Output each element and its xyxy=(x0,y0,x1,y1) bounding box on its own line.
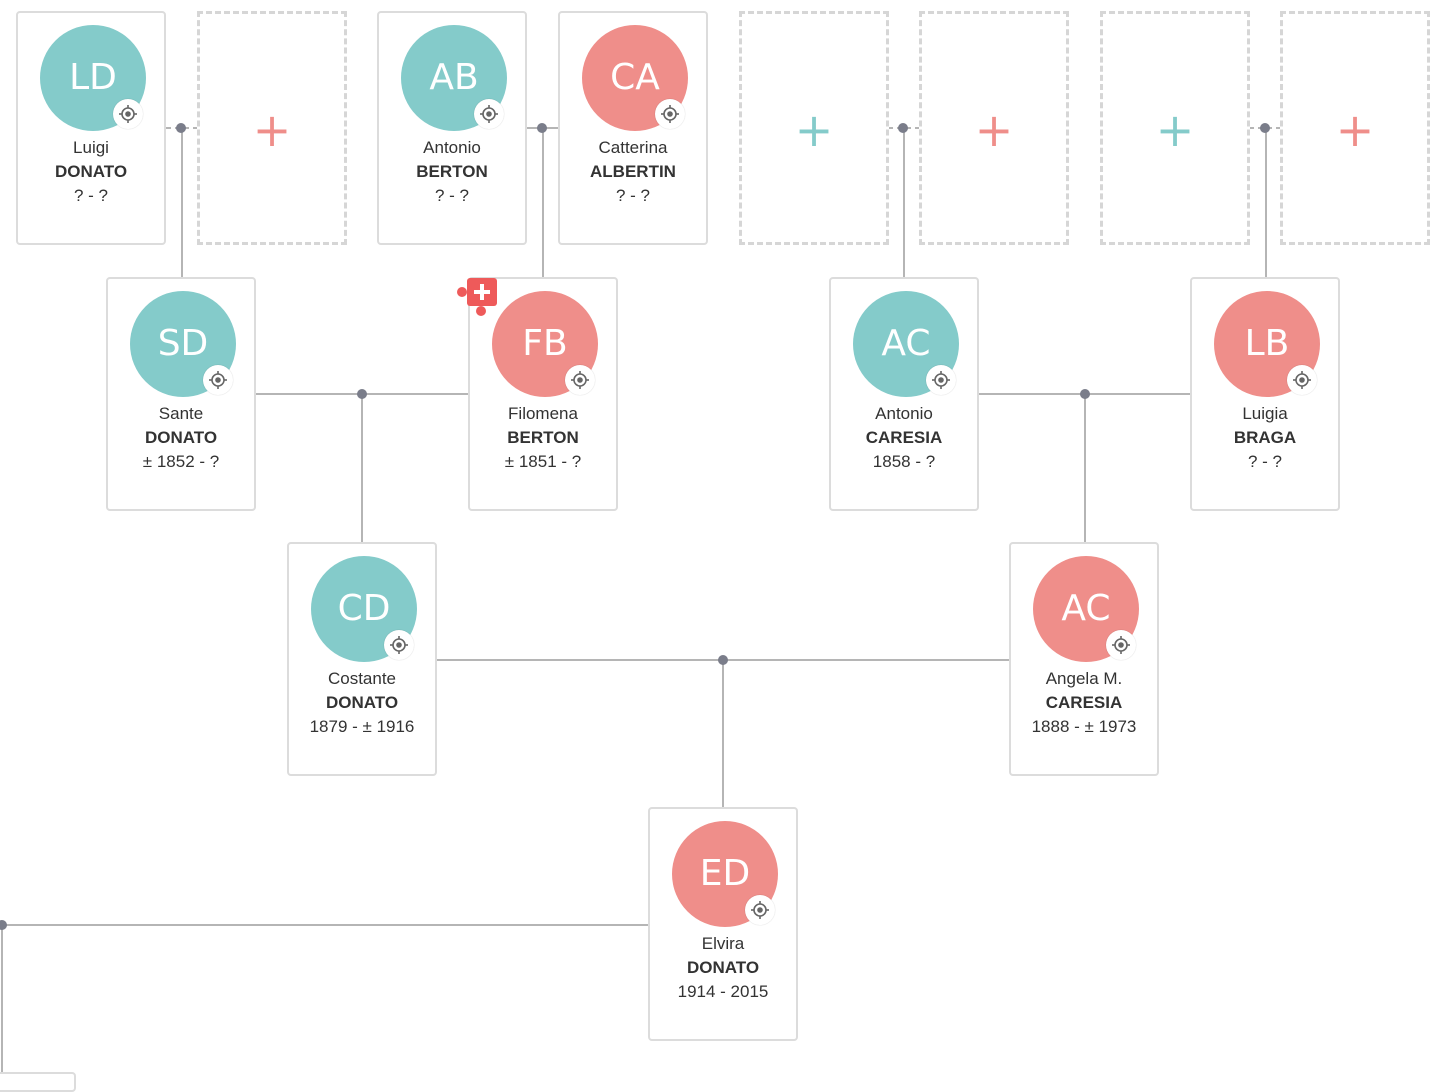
focus-target-icon[interactable] xyxy=(1106,630,1136,660)
first-name: Angela M. xyxy=(1045,669,1123,688)
life-dates: ± 1852 - ? xyxy=(142,452,220,471)
union-dot xyxy=(1080,389,1090,399)
union-dot xyxy=(0,920,7,930)
person-card-catterina-albertin[interactable]: CA Catterina ALBERTIN ? - ? xyxy=(558,11,708,245)
add-plus-icon: + xyxy=(1155,103,1195,157)
life-dates: ? - ? xyxy=(73,186,109,205)
last-name: DONATO xyxy=(54,162,128,181)
last-name: BRAGA xyxy=(1233,428,1297,447)
focus-target-icon[interactable] xyxy=(384,630,414,660)
union-dot xyxy=(898,123,908,133)
union-dot xyxy=(176,123,186,133)
add-father-placeholder[interactable]: + xyxy=(739,11,889,245)
person-card-filomena-berton[interactable]: FB Filomena BERTON ± 1851 - ? xyxy=(468,277,618,511)
first-name: Antonio xyxy=(875,404,933,423)
life-dates: ± 1851 - ? xyxy=(504,452,582,471)
last-name: DONATO xyxy=(325,693,399,712)
person-card-costante-donato[interactable]: CD Costante DONATO 1879 - ± 1916 xyxy=(287,542,437,776)
last-name: CARESIA xyxy=(1045,693,1123,712)
person-card-luigi-donato[interactable]: LD Luigi DONATO ? - ? xyxy=(16,11,166,245)
first-name: Catterina xyxy=(598,138,668,157)
focus-target-icon[interactable] xyxy=(926,365,956,395)
last-name: BERTON xyxy=(416,162,488,181)
person-card-angela-caresia[interactable]: AC Angela M. CARESIA 1888 - ± 1973 xyxy=(1009,542,1159,776)
person-card-luigia-braga[interactable]: LB Luigia BRAGA ? - ? xyxy=(1190,277,1340,511)
life-dates: ? - ? xyxy=(1247,452,1283,471)
life-dates: ? - ? xyxy=(434,186,470,205)
focus-target-icon[interactable] xyxy=(565,365,595,395)
avatar: FB xyxy=(492,291,598,397)
focus-target-icon[interactable] xyxy=(203,365,233,395)
focus-target-icon[interactable] xyxy=(474,99,504,129)
union-dot xyxy=(537,123,547,133)
person-card-antonio-caresia[interactable]: AC Antonio CARESIA 1858 - ? xyxy=(829,277,979,511)
life-dates: 1858 - ? xyxy=(872,452,936,471)
add-plus-icon: + xyxy=(1335,103,1375,157)
last-name: BERTON xyxy=(507,428,579,447)
last-name: ALBERTIN xyxy=(590,162,676,181)
last-name: CARESIA xyxy=(865,428,943,447)
life-dates: ? - ? xyxy=(615,186,651,205)
first-name: Luigia xyxy=(1242,404,1288,423)
union-dot xyxy=(1260,123,1270,133)
add-mother-placeholder[interactable]: + xyxy=(919,11,1069,245)
first-name: Sante xyxy=(158,404,204,423)
first-name: Antonio xyxy=(423,138,481,157)
union-dot xyxy=(718,655,728,665)
person-card-sante-donato[interactable]: SD Sante DONATO ± 1852 - ? xyxy=(106,277,256,511)
union-dot xyxy=(357,389,367,399)
focus-target-icon[interactable] xyxy=(1287,365,1317,395)
add-plus-icon: + xyxy=(252,103,292,157)
focus-target-icon[interactable] xyxy=(655,99,685,129)
life-dates: 1914 - 2015 xyxy=(677,982,769,1001)
add-mother-placeholder[interactable]: + xyxy=(197,11,347,245)
life-dates: 1879 - ± 1916 xyxy=(309,717,415,736)
first-name: Costante xyxy=(327,669,397,688)
focus-target-icon[interactable] xyxy=(745,895,775,925)
first-name: Filomena xyxy=(508,404,578,423)
focus-target-icon[interactable] xyxy=(113,99,143,129)
offscreen-person-card[interactable] xyxy=(0,1072,76,1092)
first-name: Luigi xyxy=(73,138,109,157)
last-name: DONATO xyxy=(144,428,218,447)
puzzle-plus-icon[interactable] xyxy=(457,278,497,316)
add-plus-icon: + xyxy=(974,103,1014,157)
add-mother-placeholder[interactable]: + xyxy=(1280,11,1430,245)
avatar: SD xyxy=(130,291,236,397)
add-plus-icon: + xyxy=(794,103,834,157)
last-name: DONATO xyxy=(686,958,760,977)
first-name: Elvira xyxy=(701,934,745,953)
person-card-antonio-berton[interactable]: AB Antonio BERTON ? - ? xyxy=(377,11,527,245)
person-card-elvira-donato[interactable]: ED Elvira DONATO 1914 - 2015 xyxy=(648,807,798,1041)
life-dates: 1888 - ± 1973 xyxy=(1031,717,1137,736)
add-father-placeholder[interactable]: + xyxy=(1100,11,1250,245)
